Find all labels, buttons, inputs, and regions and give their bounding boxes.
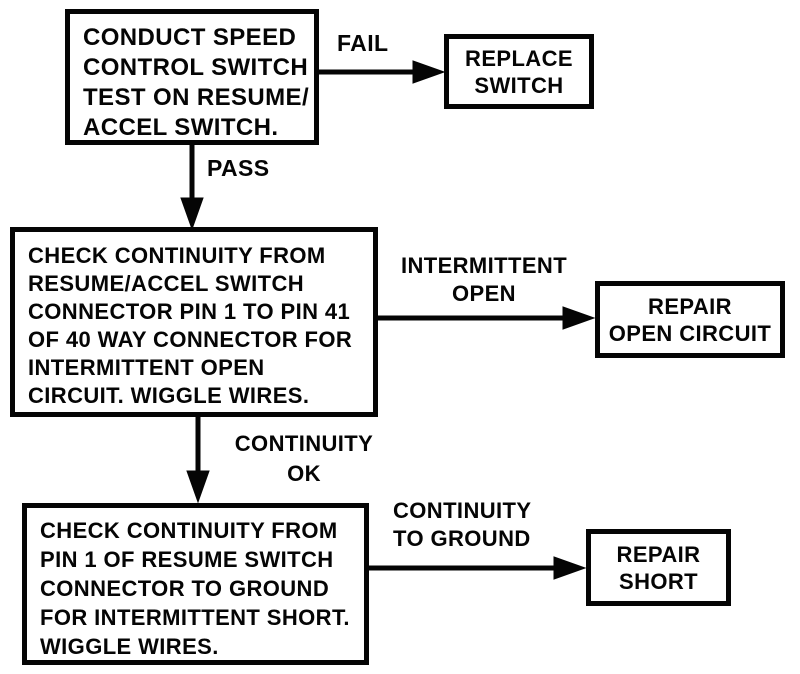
node-text-line: CONNECTOR TO GROUND xyxy=(40,576,330,601)
node-text-line: CONTROL SWITCH xyxy=(83,54,309,81)
arrow-intermittent-open xyxy=(377,306,596,330)
node-text-line: CHECK CONTINUITY FROM xyxy=(40,518,338,543)
edge-label-continuity-to-ground: CONTINUITY TO GROUND xyxy=(393,497,531,553)
node-text-line: FOR INTERMITTENT SHORT. xyxy=(40,605,350,630)
edge-label-pass: PASS xyxy=(207,155,270,182)
edge-label-continuity-ok: CONTINUITY OK xyxy=(228,429,380,489)
arrow-continuity-to-ground xyxy=(368,556,587,580)
node-text-line: SHORT xyxy=(619,568,698,594)
node-text-line: REPAIR xyxy=(616,541,701,567)
edge-label-fail: FAIL xyxy=(337,30,388,57)
node-text-line: INTERMITTENT OPEN xyxy=(28,355,265,380)
node-text-line: REPAIR xyxy=(648,293,732,319)
node-text-line: SWITCH xyxy=(474,72,564,98)
node-text-line: RESUME/ACCEL SWITCH xyxy=(28,271,305,296)
edge-label-line: CONTINUITY xyxy=(234,431,374,456)
edge-label-line: FAIL xyxy=(337,30,389,56)
node-repair-short: REPAIR SHORT xyxy=(586,529,731,606)
node-text-line: OF 40 WAY CONNECTOR FOR xyxy=(28,327,353,352)
node-text-line: CONDUCT SPEED xyxy=(83,24,297,51)
node-text-line: REPLACE xyxy=(465,45,573,71)
arrow-continuity-ok xyxy=(186,416,210,504)
node-text-line: WIGGLE WIRES. xyxy=(40,634,219,659)
node-conduct-speed-control-test: CONDUCT SPEED CONTROL SWITCH TEST ON RES… xyxy=(65,9,319,145)
node-check-continuity-open: CHECK CONTINUITY FROM RESUME/ACCEL SWITC… xyxy=(10,227,378,417)
node-text-line: PIN 1 OF RESUME SWITCH xyxy=(40,547,334,572)
node-repair-open-circuit: REPAIR OPEN CIRCUIT xyxy=(595,281,785,358)
node-check-continuity-short: CHECK CONTINUITY FROM PIN 1 OF RESUME SW… xyxy=(22,503,369,665)
edge-label-line: TO GROUND xyxy=(393,526,531,551)
node-text-line: OPEN CIRCUIT xyxy=(608,320,772,346)
node-text-line: CONNECTOR PIN 1 TO PIN 41 xyxy=(28,299,351,324)
node-text-line: CHECK CONTINUITY FROM xyxy=(28,243,326,268)
edge-label-line: PASS xyxy=(207,155,270,181)
edge-label-line: INTERMITTENT xyxy=(400,253,568,278)
arrow-pass xyxy=(180,143,204,231)
arrow-fail xyxy=(318,60,446,84)
edge-label-line: OPEN xyxy=(452,281,516,306)
edge-label-line: OK xyxy=(287,461,321,486)
node-text-line: TEST ON RESUME/ xyxy=(83,84,310,111)
edge-label-intermittent-open: INTERMITTENT OPEN xyxy=(388,252,580,308)
node-text-line: CIRCUIT. WIGGLE WIRES. xyxy=(28,383,310,408)
node-text-line: ACCEL SWITCH. xyxy=(83,114,279,141)
node-replace-switch: REPLACE SWITCH xyxy=(444,34,594,109)
edge-label-line: CONTINUITY xyxy=(393,498,532,523)
